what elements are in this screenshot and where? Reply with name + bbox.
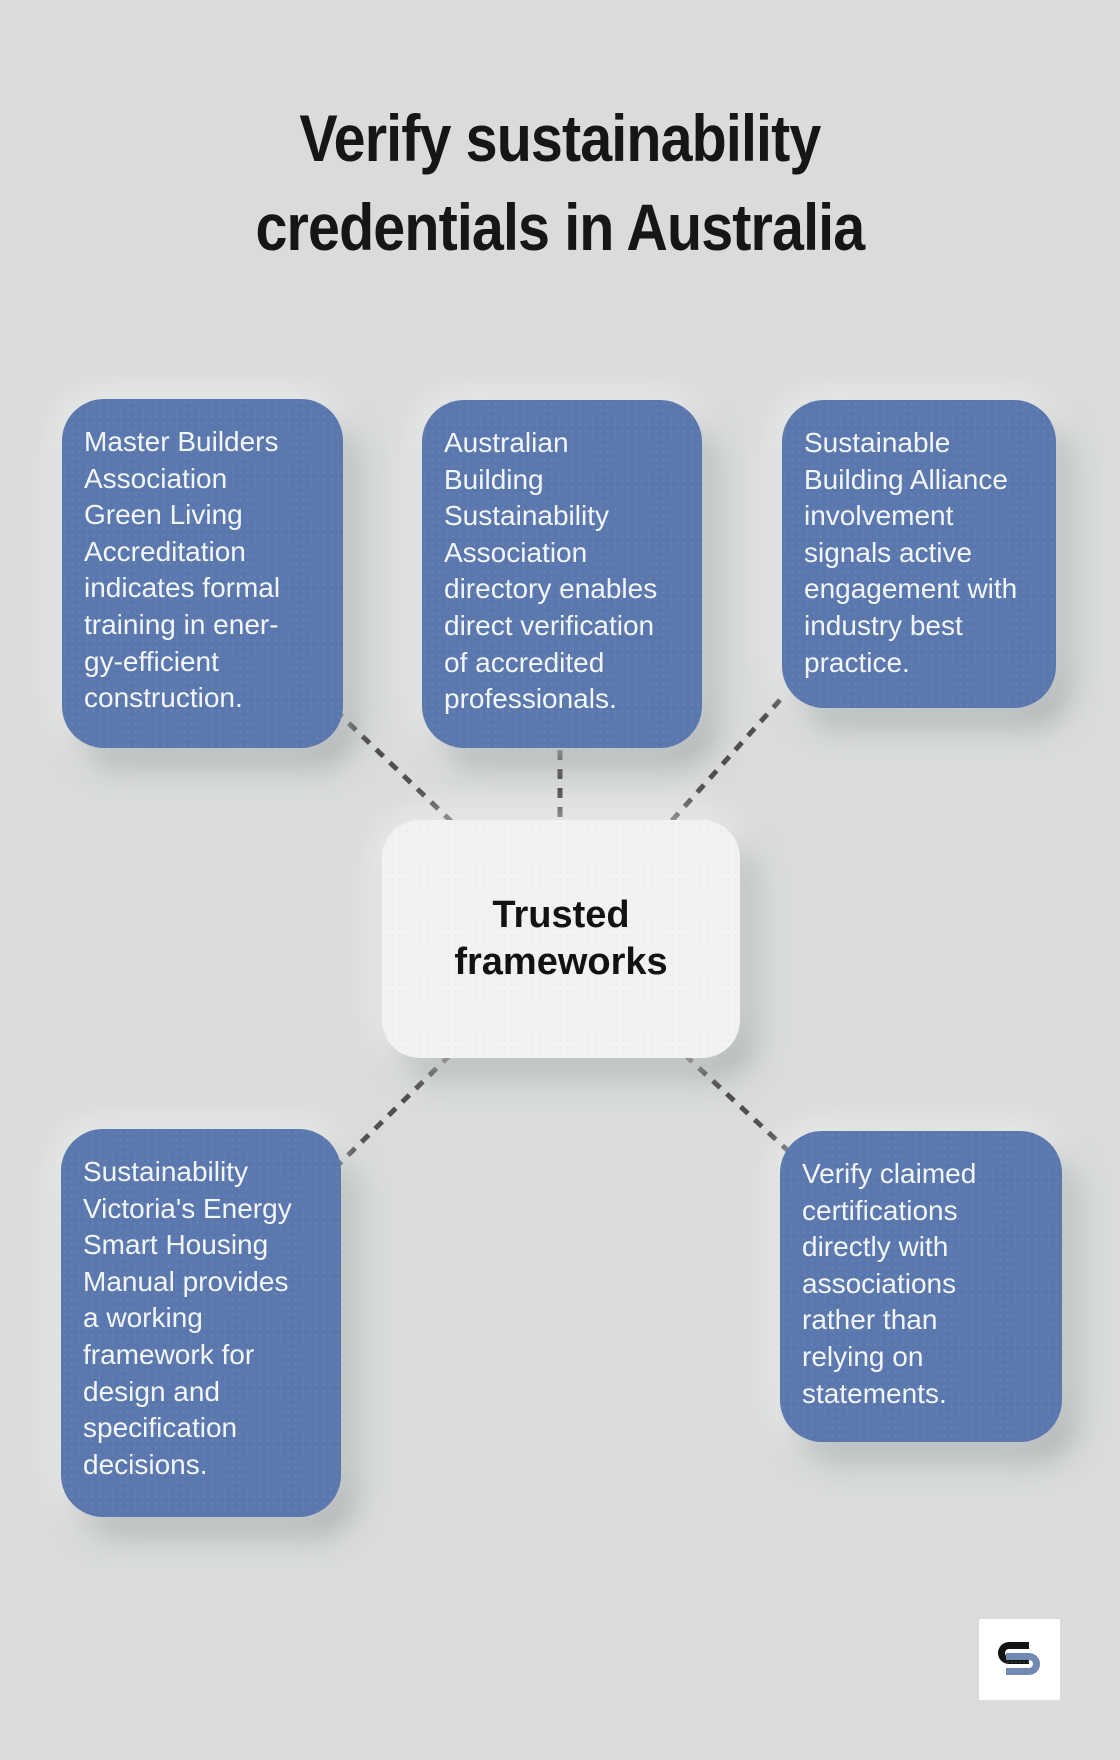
brand-logo-blue-shape-icon: [1006, 1653, 1040, 1675]
page-title: Verify sustainability credentials in Aus…: [0, 94, 1120, 272]
brand-logo: [979, 1619, 1060, 1700]
connector-bottom-right: [683, 1053, 800, 1162]
node-verify-certifications: Verify claimed certifications directly w…: [780, 1131, 1062, 1442]
connector-bottom-left: [326, 1053, 452, 1177]
node-master-builders-accreditation: Master Builders Association Green Living…: [62, 399, 343, 748]
page-title-text: Verify sustainability credentials in Aus…: [255, 101, 866, 264]
connector-top-left: [333, 708, 457, 827]
central-node-trusted-frameworks: Trusted frameworks: [382, 820, 740, 1058]
node-energy-smart-housing-manual: Sustainability Victoria's Energy Smart H…: [61, 1129, 341, 1517]
connector-top-right: [666, 698, 782, 827]
node-absa-directory: Australian Building Sustainability Assoc…: [422, 400, 702, 748]
node-sustainable-building-alliance: Sustainable Building Alliance involvemen…: [782, 400, 1056, 708]
